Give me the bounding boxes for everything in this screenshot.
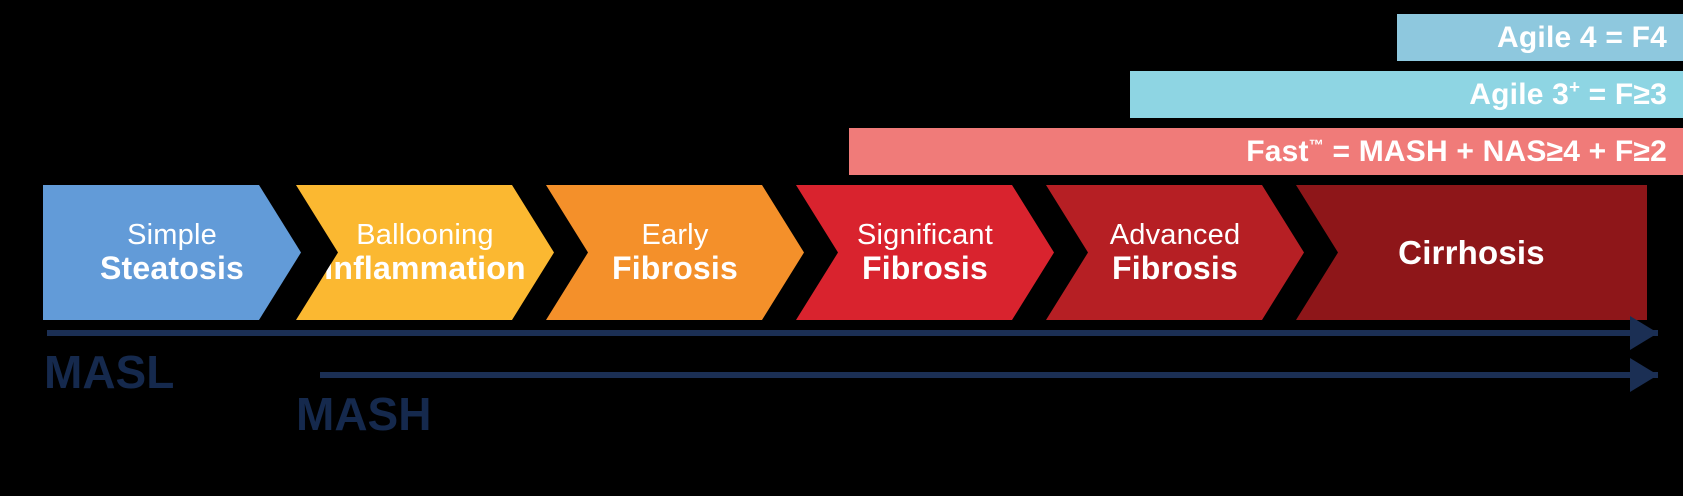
stage-chevron-early-fibrosis: Early Fibrosis <box>546 185 804 320</box>
progression-arrow-masl-line <box>47 330 1658 336</box>
biomarker-bar-fast-label: Fast™ = MASH + NAS≥4 + F≥2 <box>1246 135 1667 169</box>
biomarker-bar-agile4: Agile 4 = F4 <box>1397 14 1683 61</box>
stage-chevron-cirrhosis: Cirrhosis <box>1296 185 1647 320</box>
trademark-icon: ™ <box>1308 136 1324 154</box>
stage-label-line1: Ballooning <box>356 218 494 251</box>
stage-label-line2: Cirrhosis <box>1398 233 1545 271</box>
progression-arrow-mash-line <box>320 372 1658 378</box>
agile3-text-before: Agile 3 <box>1469 77 1570 111</box>
progression-arrow-masl-head-icon <box>1630 316 1658 350</box>
stage-label-line2: Fibrosis <box>611 249 739 286</box>
stage-label-line2: Inflammation <box>324 249 526 286</box>
biomarker-bar-agile3plus-label: Agile 3+ = F≥3 <box>1469 75 1667 112</box>
stage-label-line1: Early <box>641 218 709 251</box>
stage-label-line2: Fibrosis <box>861 249 989 286</box>
progression-arrow-masl-label: MASL <box>44 346 175 398</box>
biomarker-bar-fast: Fast™ = MASH + NAS≥4 + F≥2 <box>849 128 1683 175</box>
stage-chevron-simple-steatosis: Simple Steatosis <box>43 185 301 320</box>
stage-chevron-ballooning-inflammation: Ballooning Inflammation <box>296 185 554 320</box>
stage-chevron-row: Simple Steatosis Ballooning Inflammation… <box>43 185 1647 320</box>
stage-label-line2: Fibrosis <box>1111 249 1239 286</box>
progression-arrow-mash-label: MASH <box>296 388 432 440</box>
stage-chevron-advanced-fibrosis: Advanced Fibrosis <box>1046 185 1304 320</box>
stage-label-line1: Advanced <box>1109 218 1241 251</box>
agile3-superscript-plus: + <box>1569 75 1581 97</box>
agile3-text-after: = F≥3 <box>1580 77 1667 111</box>
biomarker-bar-agile3plus: Agile 3+ = F≥3 <box>1130 71 1683 118</box>
stage-label-line1: Simple <box>127 218 217 251</box>
stage-label-line1: Significant <box>857 218 993 251</box>
stage-label-line2: Steatosis <box>99 249 245 286</box>
fast-text-before: Fast <box>1246 134 1309 168</box>
biomarker-bar-agile4-label: Agile 4 = F4 <box>1497 20 1667 54</box>
fast-text-after: = MASH + NAS≥4 + F≥2 <box>1323 134 1667 168</box>
stage-chevron-significant-fibrosis: Significant Fibrosis <box>796 185 1054 320</box>
progression-arrow-mash-head-icon <box>1630 358 1658 392</box>
